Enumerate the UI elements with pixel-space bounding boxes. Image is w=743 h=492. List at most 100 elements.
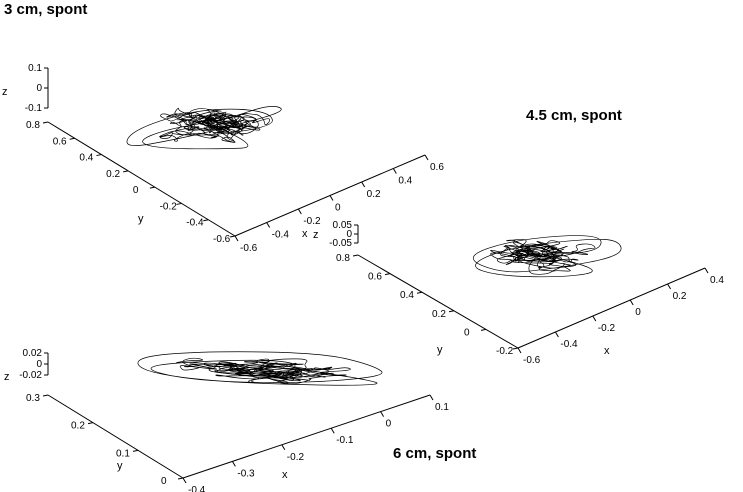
x-tick-mark (554, 331, 559, 338)
x-tick-label: 0.2 (367, 189, 381, 200)
z-axis-label: z (4, 371, 10, 383)
y-tick-mark (229, 235, 236, 238)
y-tick-label: 0.8 (26, 120, 40, 131)
trajectory-path (137, 351, 383, 386)
panel-title: 3 cm, spont (4, 1, 87, 18)
y-tick-mark (480, 328, 487, 331)
x-tick-label: -0.2 (303, 216, 321, 227)
x-tick-label: 0.4 (710, 275, 724, 286)
y-tick-label: 0.2 (432, 309, 446, 320)
x-tick-mark (231, 461, 236, 467)
z-tick-label: 0.02 (23, 348, 43, 359)
x-tick-label: -0.6 (240, 243, 258, 254)
x-tick-mark (704, 267, 709, 274)
y-tick-label: 0.1 (116, 448, 130, 459)
y-tick-label: 0.6 (53, 136, 67, 147)
x-tick-label: -0.4 (560, 339, 578, 350)
y-tick-label: 0.4 (400, 290, 414, 301)
y-tick-mark (96, 154, 102, 157)
x-tick-label: 0.6 (430, 162, 444, 173)
trajectory-trace (473, 235, 622, 278)
y-tick-mark (512, 347, 519, 350)
x-tick-mark (517, 347, 522, 354)
x-tick-label: 0.1 (435, 402, 449, 413)
x-tick-mark (182, 477, 187, 484)
x-tick-mark (392, 168, 397, 174)
y-tick-mark (203, 219, 209, 222)
x-tick-mark (266, 222, 271, 228)
z-axis-label: z (2, 86, 8, 98)
z-axis-label: z (313, 229, 319, 241)
panel-4-5cm: 4.5 cm, spont -0.6 -0.4 -0.2 0 0.2 0.4 -0.2 0 0.… (313, 107, 724, 366)
y-tick-label: -0.2 (160, 201, 178, 212)
x-tick-label: -0.2 (598, 323, 616, 334)
y-tick-label: 0.2 (106, 169, 120, 180)
x-axis-label: x (302, 228, 308, 240)
x-tick-mark (592, 315, 597, 322)
y-tick-mark (448, 310, 455, 313)
y-tick-mark (132, 449, 139, 452)
x-axis-label: x (282, 469, 288, 481)
y-tick-mark (42, 394, 49, 397)
y-tick-label: 0 (133, 185, 139, 196)
y-axis-label: y (437, 344, 443, 356)
y-tick-label: 0.2 (71, 421, 85, 432)
y-tick-mark (149, 186, 155, 189)
y-tick-label: 0 (161, 476, 167, 487)
panel-6cm: 6 cm, spont -0.4-0.3-0.2-0.100.100.10.20… (4, 348, 476, 492)
panel-3cm: 3 cm, spont -0.6 -0.4 -0.2 0 0.2 0.4 0.6 -0.6 -0… (2, 1, 444, 254)
x-tick-mark (281, 444, 286, 451)
x-tick-mark (297, 208, 302, 215)
z-tick-label: 0 (346, 229, 352, 240)
y-tick-mark (42, 121, 49, 124)
y-tick-label: 0.6 (368, 272, 382, 283)
x-tick-mark (667, 283, 672, 290)
x-tick-label: 0.4 (398, 176, 412, 187)
y-tick-label: -0.6 (213, 234, 231, 245)
x-tick-label: -0.1 (336, 435, 354, 446)
x-tick-mark (361, 181, 366, 188)
y-axis-label: y (117, 460, 123, 472)
trajectory-trace (126, 106, 282, 150)
y-tick-mark (123, 170, 129, 173)
x-tick-mark (234, 235, 239, 242)
y-tick-mark (384, 273, 391, 276)
x-tick-label: 0 (335, 203, 341, 214)
z-tick-label: 0 (36, 359, 42, 370)
trajectory-path (126, 106, 282, 150)
x-tick-mark (629, 299, 634, 306)
x-tick-label: -0.6 (523, 355, 541, 366)
y-tick-label: 0.3 (26, 393, 40, 404)
x-tick-mark (329, 195, 334, 201)
z-tick-label: -0.05 (329, 238, 352, 249)
y-tick-mark (176, 202, 182, 205)
y-tick-label: 0.4 (79, 153, 93, 164)
x-tick-mark (380, 411, 385, 417)
y-tick-label: -0.4 (186, 218, 204, 229)
trajectory-path (473, 235, 622, 278)
y-tick-mark (69, 137, 75, 140)
y-tick-label: -0.2 (496, 346, 514, 357)
panel-title: 6 cm, spont (393, 445, 476, 462)
y-tick-mark (416, 291, 423, 294)
x-tick-label: -0.3 (237, 468, 255, 479)
y-axis-line (357, 254, 519, 349)
x-tick-mark (330, 427, 335, 434)
x-tick-label: -0.4 (188, 485, 206, 492)
trajectory-trace (137, 351, 383, 386)
y-tick-label: 0 (464, 327, 470, 338)
x-tick-label: 0 (386, 419, 392, 430)
z-tick-label: -0.1 (25, 103, 43, 114)
x-tick-label: 0 (635, 307, 641, 318)
y-tick-mark (352, 254, 359, 257)
x-tick-mark (424, 154, 429, 161)
y-axis-label: y (138, 213, 144, 225)
x-tick-label: -0.4 (272, 230, 290, 241)
z-tick-label: 0 (36, 83, 42, 94)
panel-title: 4.5 cm, spont (526, 107, 622, 124)
z-tick-label: -0.02 (19, 370, 42, 381)
y-tick-mark (87, 422, 94, 425)
x-axis-line (182, 394, 431, 479)
y-tick-mark (177, 477, 184, 480)
